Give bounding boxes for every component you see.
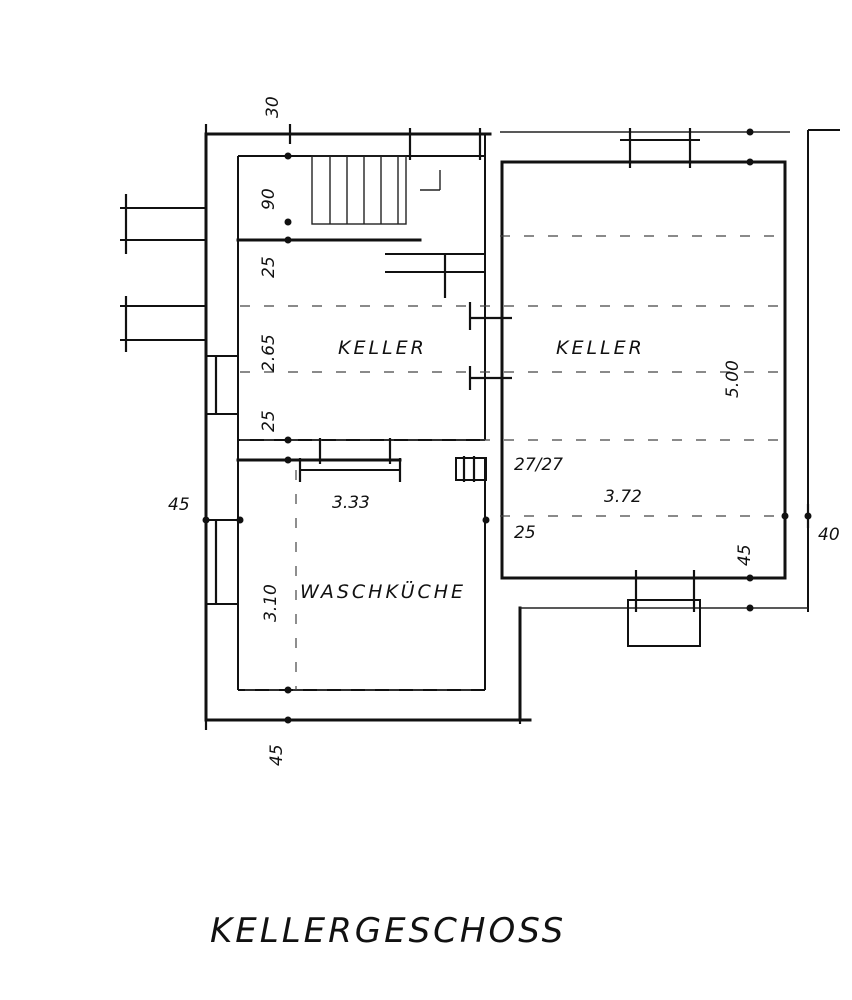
room-label-keller-right: KELLER	[556, 337, 645, 359]
dim-width-333: 3.33	[332, 493, 370, 513]
dim-left-45: 45	[168, 495, 190, 515]
dimension-dots	[202, 128, 812, 724]
dim-height-500: 5.00	[723, 360, 743, 398]
dim-height-310: 3.10	[261, 584, 281, 622]
room-label-waschkuche: WASCHKÜCHE	[300, 580, 466, 603]
dim-right-40: 40	[818, 525, 840, 545]
dim-right-45-small: 45	[735, 544, 755, 566]
dim-bottom-45: 45	[267, 744, 287, 766]
outer-walls	[204, 129, 840, 722]
dim-wall-25-upper: 25	[259, 256, 279, 278]
plan-title: KELLERGESCHOSS	[210, 911, 566, 951]
room-labels: KELLER KELLER WASCHKÜCHE	[300, 337, 645, 603]
staircase	[311, 155, 441, 225]
dim-height-265: 2.65	[259, 334, 279, 372]
dashed-lines	[240, 235, 780, 691]
dim-wall-2727: 27/27	[514, 455, 563, 475]
dim-width-372: 3.72	[604, 487, 642, 507]
dim-wall-25-lower: 25	[259, 410, 279, 432]
dimension-lines	[120, 124, 810, 730]
dim-top-30: 30	[263, 96, 283, 118]
dim-stair-90: 90	[259, 188, 279, 210]
dim-wall-25-mid: 25	[514, 523, 536, 543]
dimension-labels: 30 90 25 2.65 25 45 3.33 3.72 27/27 25 3…	[168, 96, 840, 766]
room-label-keller-left: KELLER	[338, 337, 427, 359]
